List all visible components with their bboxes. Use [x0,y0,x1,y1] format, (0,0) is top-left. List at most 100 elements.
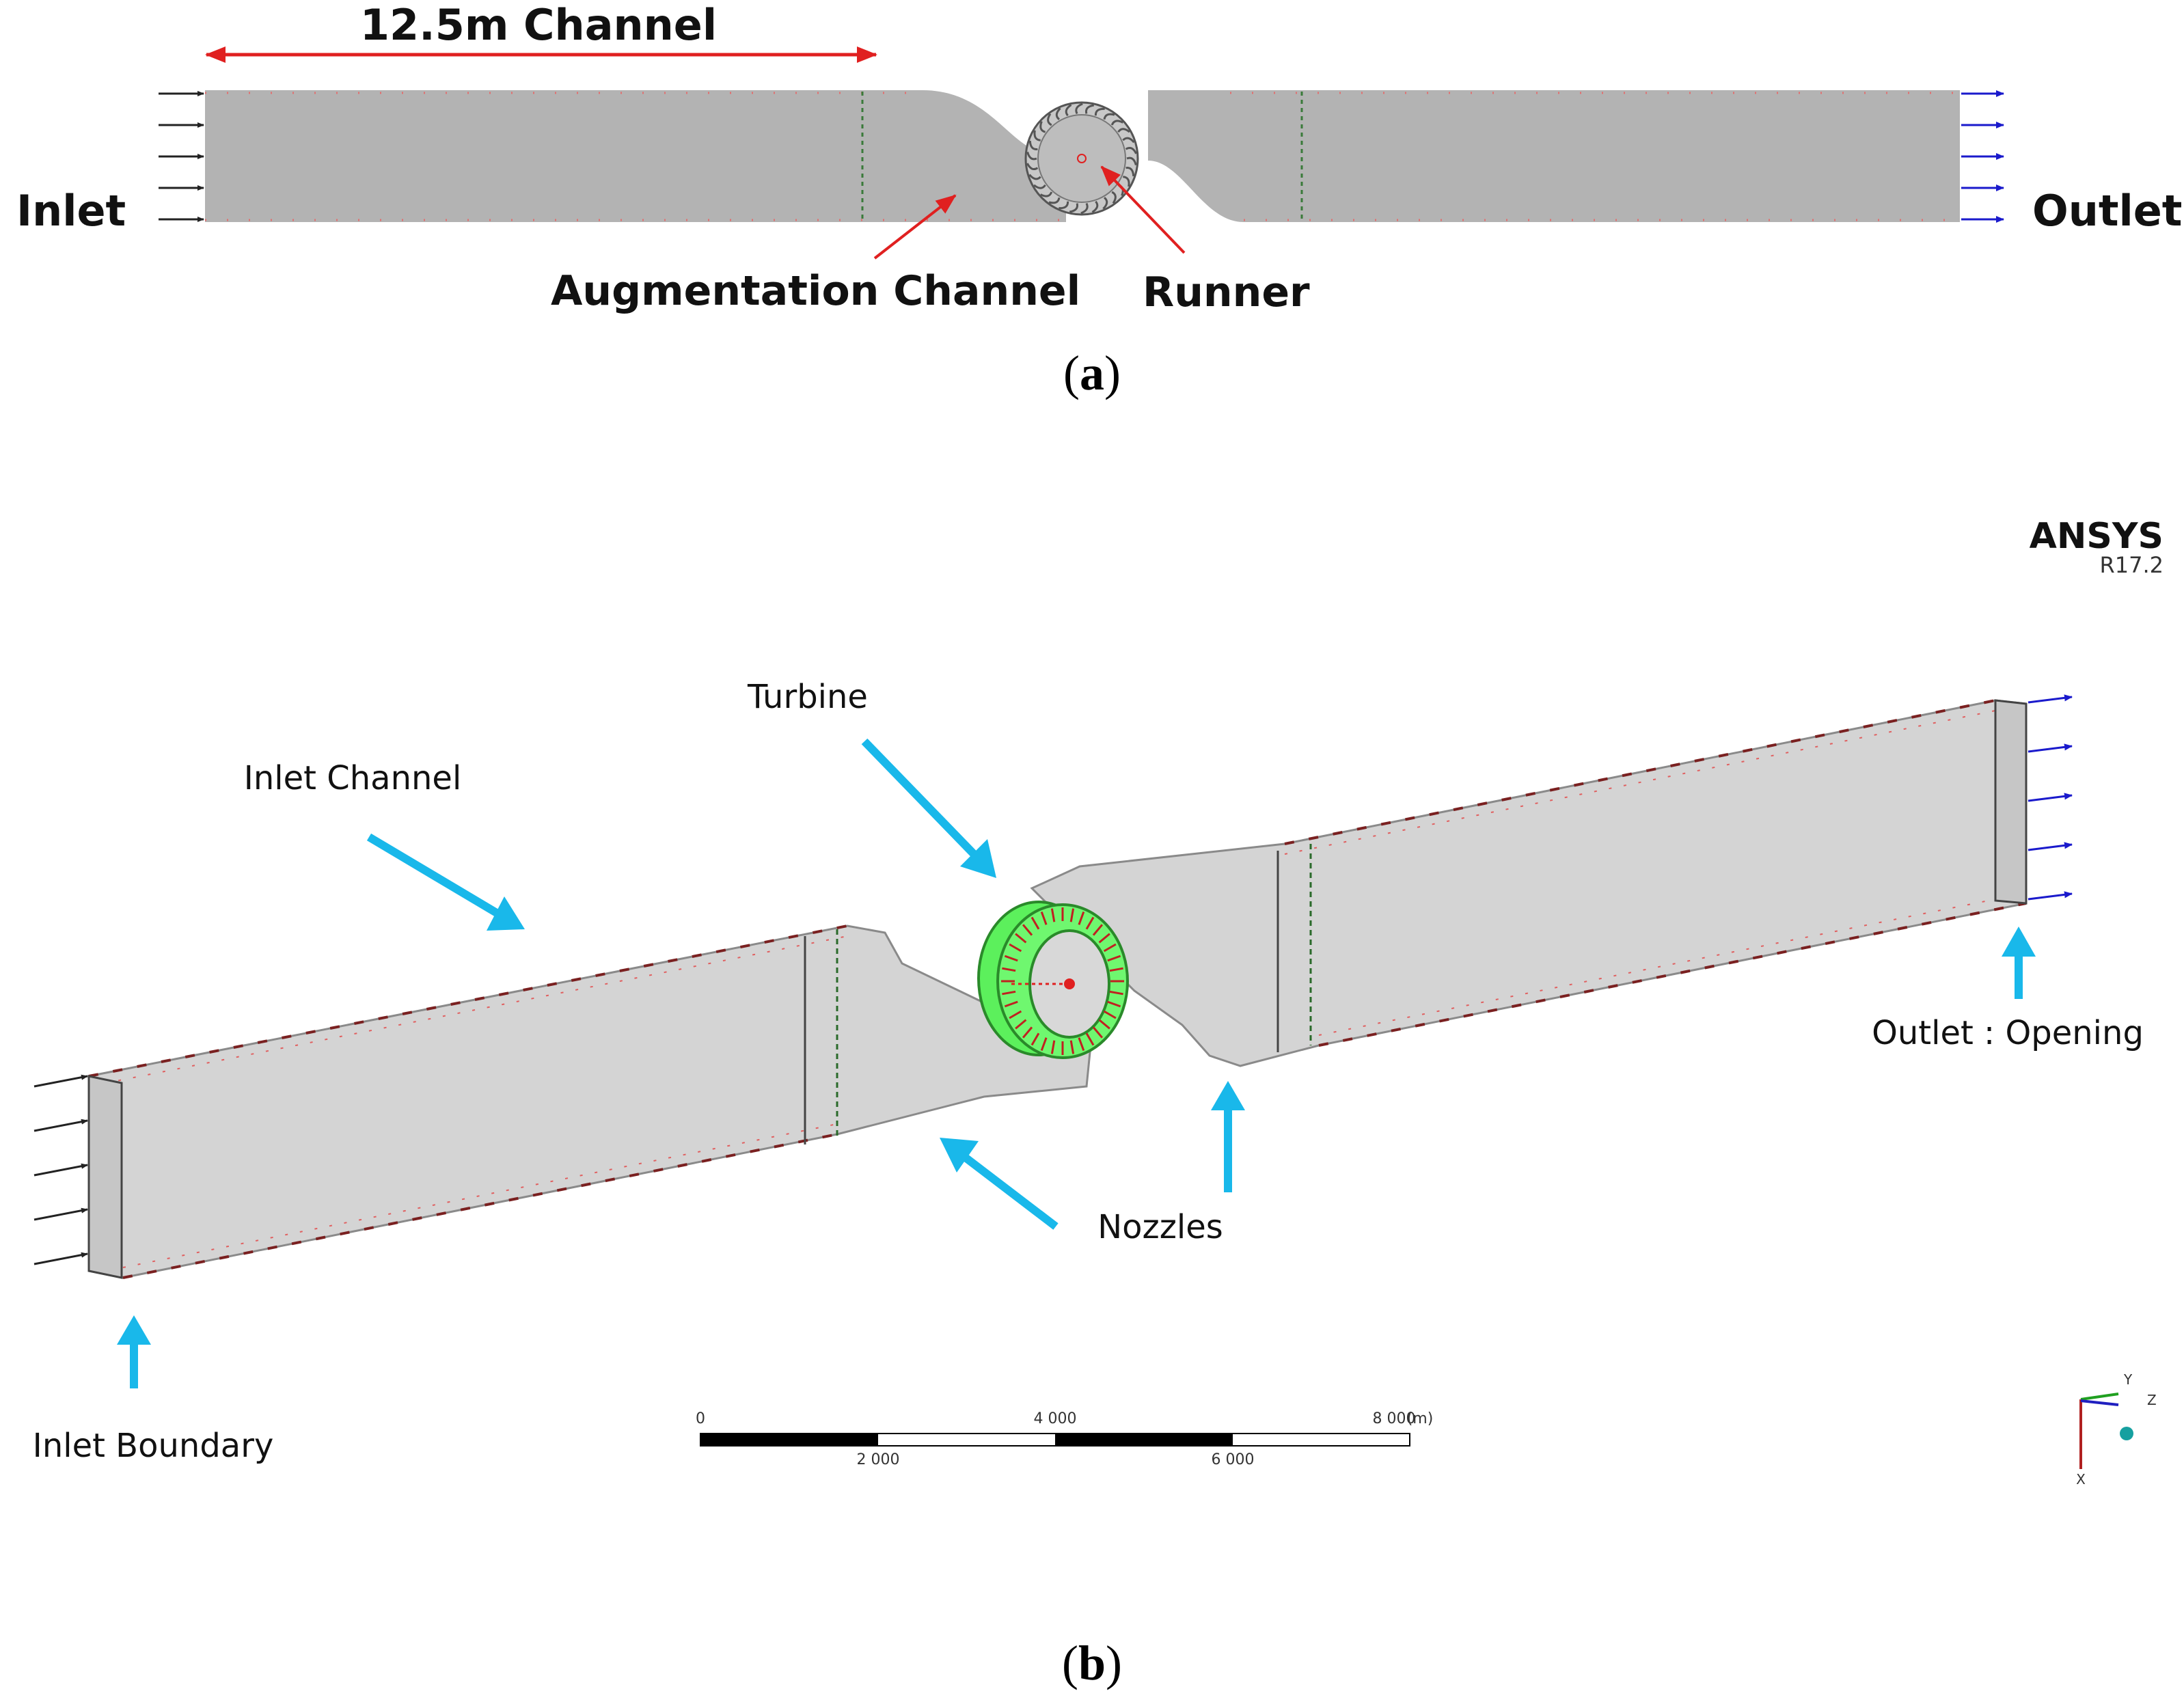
turbine-mesh-tick [1107,1000,1121,1008]
turbine-mesh-tick [1050,1040,1056,1054]
runner-blade [1084,104,1095,114]
runner-blade [1075,102,1083,115]
turbine-mesh-tick [1078,911,1085,925]
caption-b: (b) [1062,1636,1122,1690]
runner-blade [1069,203,1079,213]
turbine-mesh-tick [1022,924,1033,936]
ansys-version: R17.2 [2100,552,2163,578]
turbine-mesh-tick [1040,1037,1048,1052]
scale-tick-4000: 4 000 [1034,1410,1077,1427]
runner-blade [1094,107,1105,116]
runner-blade [1033,130,1041,141]
runner-blade [1026,163,1039,170]
runner-blade [1125,167,1135,177]
runner-blade [1047,113,1052,126]
runner-blade [1125,147,1138,154]
turbine-callout-arrow [861,738,981,861]
turbine-mesh-tick [1085,916,1095,930]
runner-blade [1055,107,1061,120]
runner-blade [1123,176,1130,187]
turbine-mesh-tick [1030,916,1040,930]
turbine-mesh-tick [1009,1010,1022,1019]
turbine-label: Turbine [747,678,868,716]
runner-blade [1126,156,1137,166]
scale-tick-8000: 8 000 [1373,1410,1416,1427]
turbine-mesh-tick [1022,1026,1033,1039]
scale-unit: (m) [1407,1410,1434,1427]
channel-a-body [205,90,1066,222]
triad-x-label: X [2076,1471,2086,1487]
turbine-mesh-tick [1109,967,1123,972]
runner-blade [1048,197,1061,204]
outlet-label-a: Outlet [2032,186,2182,236]
scale-tick-0: 0 [696,1410,705,1427]
triad-y-label: Y [2123,1371,2133,1388]
augmentation-callout-line [873,194,957,260]
runner-blade [1111,191,1117,204]
nozzles-label: Nozzles [1097,1208,1223,1246]
runner-blade [1117,128,1130,133]
turbine-ring [977,901,1129,1059]
runner-blade [1122,137,1135,143]
outlet-opening-label: Outlet : Opening [1872,1014,2144,1052]
runner-blade [1028,140,1038,150]
turbine-mesh-tick [1098,933,1110,944]
turbine-mesh-tick [1002,967,1016,972]
outlet-arrows-b [2028,694,2073,901]
triad-z-label: Z [2147,1392,2157,1408]
turbine-mesh-tick [1069,1040,1075,1054]
ansys-brand: ANSYS [2030,516,2163,557]
caption-a: (a) [1063,346,1121,400]
dimension-label: 12.5m Channel [360,0,717,50]
turbine-mesh-tick [1103,943,1117,952]
turbine-mesh-tick [1092,1026,1104,1039]
runner-blade [1065,104,1072,117]
turbine-mesh-tick [1069,908,1075,922]
inlet-channel-callout-arrow [366,833,502,918]
turbine-mesh-tick [1009,943,1022,952]
turbine-mesh-tick [1107,955,1121,962]
inlet-label-a: Inlet [16,186,126,236]
runner-blade [1033,184,1046,189]
outlet-arrows-a [1961,90,2004,223]
scale-tick-2000: 2 000 [857,1451,900,1468]
channel-a-body-right [1148,90,1960,222]
runner-blade [1091,200,1099,213]
runner-blade [1039,121,1046,133]
turbine-mesh-tick [1015,1019,1027,1030]
turbine-mesh-tick [1109,990,1123,996]
augmentation-label: Augmentation Channel [551,267,1080,315]
runner-blade [1080,202,1089,215]
inlet-arrows-b [33,1074,88,1265]
turbine-mesh-tick [1030,1032,1040,1046]
runner-callout-line [1100,165,1186,254]
nozzle-left-callout-arrow [961,1153,1059,1230]
runner-blade [1102,197,1108,210]
runner-blade [1026,151,1037,161]
runner-blade [1040,191,1053,197]
inlet-boundary-label: Inlet Boundary [33,1427,274,1465]
turbine-mesh-tick [1085,1032,1095,1046]
turbine-mesh-tick [1015,933,1027,944]
panel-b: ANSYS R17.2 [33,516,2163,1690]
inlet-channel-b [87,924,1095,1279]
turbine-mesh-tick [1092,924,1104,936]
turbine-mesh-tick [1002,990,1016,996]
turbine-mesh-tick [1004,1000,1018,1008]
scale-bar: 0 4 000 8 000 (m) 2 000 6 000 [696,1410,1433,1468]
runner-blade [1103,113,1115,120]
turbine-mesh-tick [1050,908,1056,922]
runner-blade [1059,201,1069,210]
turbine-mesh-tick [1078,1037,1085,1052]
inlet-channel-label: Inlet Channel [244,759,462,797]
callouts-b [117,738,2036,1388]
panel-a: 12.5m Channel Inlet Outlet Augmentation … [16,0,2182,400]
axis-triad: Y Z X [2076,1371,2157,1487]
turbine-mesh-tick [1004,955,1018,962]
runner-blade [1110,120,1123,126]
inlet-arrows-a [159,91,204,222]
outlet-channel-b [1030,699,2028,1067]
turbine-mesh-tick [1098,1019,1110,1030]
runner-blade [1028,174,1041,180]
